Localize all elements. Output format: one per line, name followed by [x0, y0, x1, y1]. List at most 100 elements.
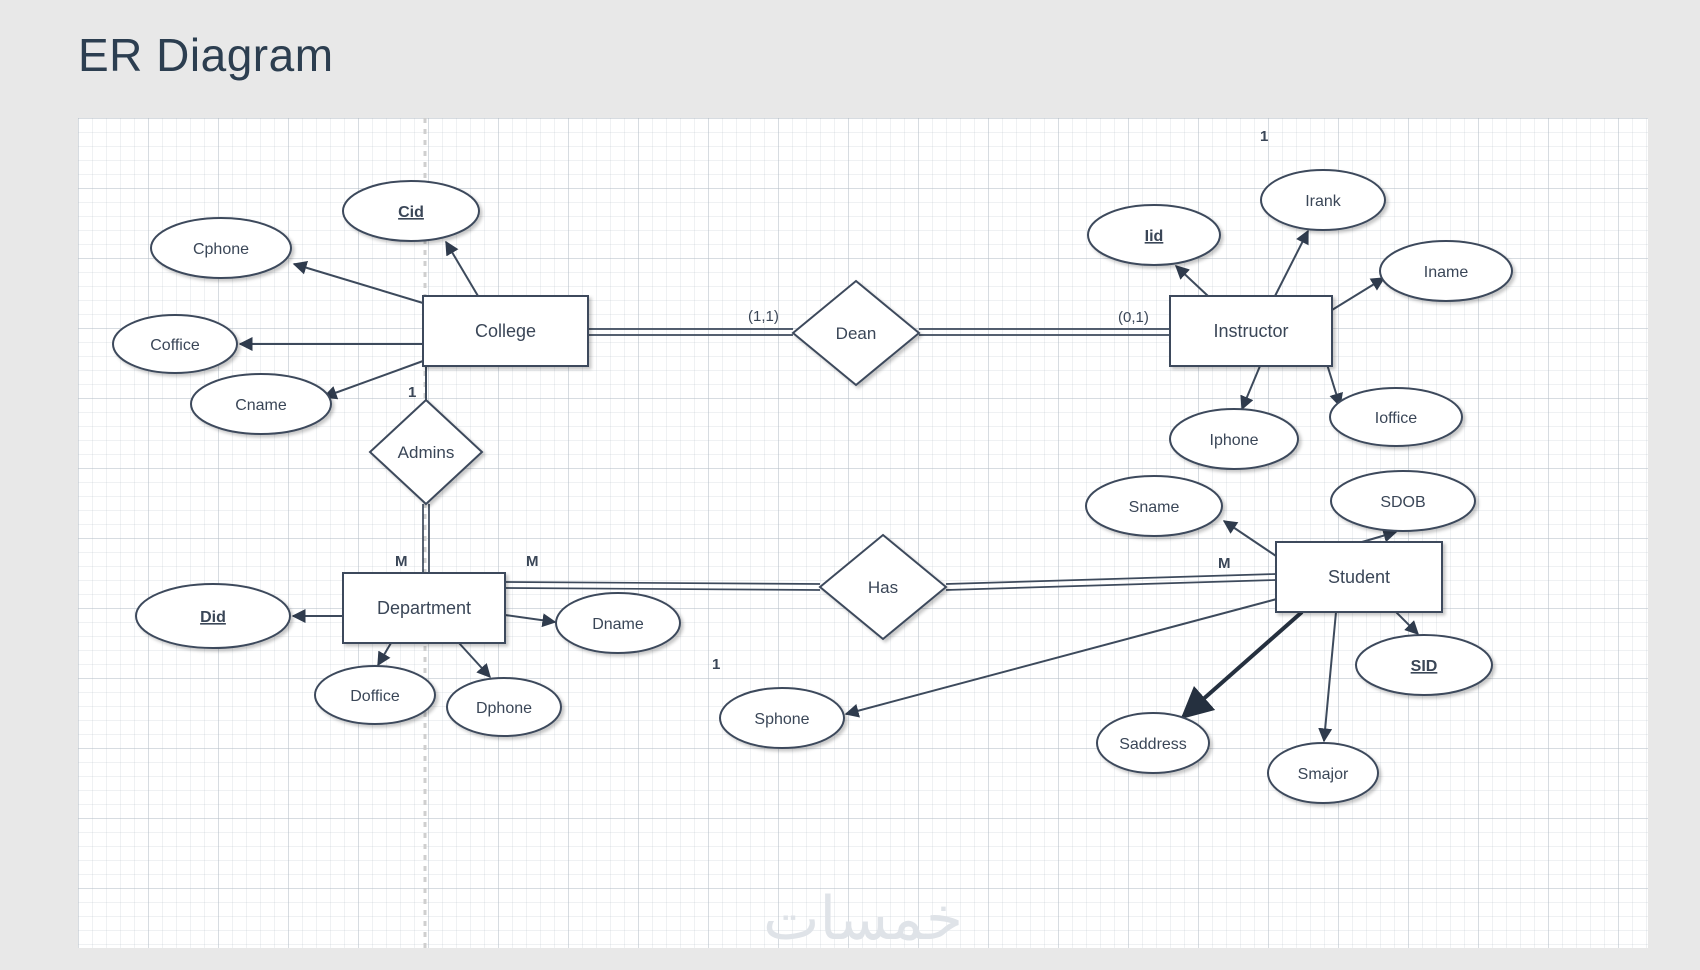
- edge-department-dphone: [458, 642, 491, 679]
- attribute-ellipse: [1379, 240, 1513, 302]
- attribute-label: Cname: [235, 397, 287, 414]
- edge-student-sdob: [1361, 528, 1398, 543]
- attribute-label: Irank: [1305, 193, 1342, 210]
- attribute-sname[interactable]: Sname: [1085, 475, 1223, 537]
- relationship-has[interactable]: Has: [818, 533, 948, 641]
- attribute-label: SDOB: [1380, 494, 1425, 511]
- relationship-admins[interactable]: Admins: [368, 398, 484, 506]
- attribute-ellipse: [1087, 204, 1221, 266]
- attribute-ellipse: [150, 217, 292, 279]
- relationship-label: Admins: [398, 443, 455, 462]
- edge-instructor-iphone: [1240, 365, 1261, 411]
- attribute-ioffice[interactable]: Ioffice: [1329, 387, 1463, 447]
- attribute-cphone[interactable]: Cphone: [150, 217, 292, 279]
- attribute-irank[interactable]: Irank: [1260, 169, 1386, 231]
- attribute-ellipse: [112, 314, 238, 374]
- entity-box: [1169, 295, 1333, 367]
- attribute-saddress[interactable]: Saddress: [1096, 712, 1210, 774]
- attribute-label: Saddress: [1119, 736, 1187, 753]
- attribute-ellipse: [190, 373, 332, 435]
- cardinality-dean-instructor-card: (0,1): [1118, 309, 1149, 326]
- attribute-ellipse: [1267, 742, 1379, 804]
- cardinality-dean-college-card: (1,1): [748, 308, 779, 325]
- edge-college-cid: [445, 240, 479, 297]
- attribute-dphone[interactable]: Dphone: [446, 677, 562, 737]
- entity-box: [422, 295, 589, 367]
- cardinality-admins-dept-card: M: [395, 553, 408, 570]
- edge-department-doffice: [377, 642, 392, 667]
- cardinality-admins-college-card: 1: [408, 384, 416, 401]
- attribute-sid[interactable]: SID: [1355, 634, 1493, 696]
- edge-dean-instructor: [919, 328, 1170, 336]
- attribute-label: Coffice: [150, 337, 200, 354]
- attribute-doffice[interactable]: Doffice: [314, 665, 436, 725]
- attribute-ellipse: [1085, 475, 1223, 537]
- attribute-label: Cphone: [193, 241, 249, 258]
- relationship-diamond: [791, 279, 921, 387]
- entity-label: Instructor: [1213, 321, 1288, 341]
- entity-box: [342, 572, 506, 644]
- relationship-diamond: [368, 398, 484, 506]
- attribute-label: Dname: [592, 616, 644, 633]
- relationship-label: Has: [868, 578, 898, 597]
- attribute-ellipse: [1329, 387, 1463, 447]
- entity-label: College: [475, 321, 536, 341]
- attribute-coffice[interactable]: Coffice: [112, 314, 238, 374]
- attribute-sdob[interactable]: SDOB: [1330, 470, 1476, 532]
- edge-student-smajor: [1318, 611, 1337, 743]
- attribute-ellipse: [1096, 712, 1210, 774]
- entity-student[interactable]: Student: [1275, 541, 1443, 613]
- entity-college[interactable]: College: [422, 295, 589, 367]
- attribute-sphone[interactable]: Sphone: [719, 687, 845, 749]
- edge-college-dean: [588, 328, 793, 336]
- edge-instructor-iname: [1331, 277, 1386, 311]
- attribute-ellipse: [314, 665, 436, 725]
- edge-department-dname: [504, 613, 557, 628]
- attribute-label-key: Cid: [398, 204, 424, 221]
- attribute-label: Smajor: [1298, 766, 1349, 783]
- attribute-ellipse: [1169, 408, 1299, 470]
- entity-department[interactable]: Department: [342, 572, 506, 644]
- attribute-smajor[interactable]: Smajor: [1267, 742, 1379, 804]
- attribute-label: Doffice: [350, 688, 400, 705]
- attribute-iname[interactable]: Iname: [1379, 240, 1513, 302]
- relationship-diamond: [818, 533, 948, 641]
- edge-student-sphone: [844, 595, 1289, 718]
- attribute-label-key: Iid: [1145, 228, 1164, 245]
- attribute-ellipse: [1355, 634, 1493, 696]
- attribute-ellipse: [135, 583, 291, 649]
- attribute-label: Ioffice: [1375, 410, 1418, 427]
- cardinality-has-student-card: M: [1218, 555, 1231, 572]
- edge-college-cphone: [292, 260, 424, 304]
- relationship-dean[interactable]: Dean: [791, 279, 921, 387]
- attribute-label: Sphone: [754, 711, 809, 728]
- entity-box: [1275, 541, 1443, 613]
- attribute-did[interactable]: Did: [135, 583, 291, 649]
- cardinality-sphone-card: 1: [712, 656, 720, 673]
- attribute-ellipse: [446, 677, 562, 737]
- edge-department-has: [504, 581, 821, 591]
- edge-has-student: [945, 573, 1277, 591]
- attribute-iphone[interactable]: Iphone: [1169, 408, 1299, 470]
- cardinality-has-dept-card: M: [526, 553, 539, 570]
- attribute-iid[interactable]: Iid: [1087, 204, 1221, 266]
- attribute-cid[interactable]: Cid: [342, 180, 480, 242]
- relationship-label: Dean: [836, 324, 877, 343]
- page-title: ER Diagram: [78, 29, 334, 81]
- edge-instructor-irank: [1274, 229, 1309, 297]
- edge-student-sname: [1222, 520, 1277, 557]
- attribute-cname[interactable]: Cname: [190, 373, 332, 435]
- attribute-label-key: Did: [200, 609, 226, 626]
- attribute-label: Iphone: [1210, 432, 1259, 449]
- attribute-ellipse: [555, 592, 681, 654]
- attribute-label: Sname: [1129, 499, 1180, 516]
- attribute-dname[interactable]: Dname: [555, 592, 681, 654]
- entity-instructor[interactable]: Instructor: [1169, 295, 1333, 367]
